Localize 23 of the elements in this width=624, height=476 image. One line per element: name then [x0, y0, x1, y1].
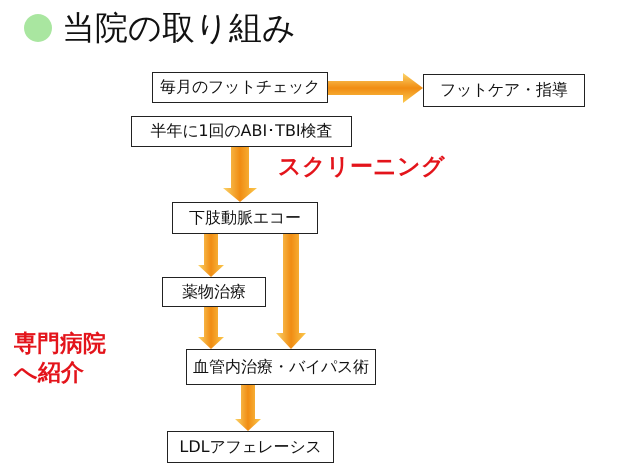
process-box — [423, 74, 585, 107]
process-box — [167, 431, 334, 463]
box-label: 薬物治療 — [182, 282, 246, 302]
arrow — [328, 73, 423, 103]
process-box — [152, 72, 328, 103]
box-label: 血管内治療・バイパス術 — [193, 356, 369, 378]
title: 当院の取り組み — [62, 7, 296, 49]
arrow — [198, 234, 224, 277]
process-box — [186, 349, 376, 385]
process-box — [131, 116, 352, 147]
annotation-text: 専門病院へ紹介 — [14, 330, 107, 388]
arrow — [198, 307, 224, 349]
box-label: LDLアフェレーシス — [179, 436, 322, 458]
box-label: 半年に1回のABI･TBI検査 — [150, 121, 333, 142]
arrow — [223, 147, 257, 202]
process-box — [162, 277, 266, 307]
box-label: フットケア・指導 — [440, 80, 568, 101]
annotation-text: スクリーニング — [278, 153, 446, 182]
box-label: 毎月のフットチェック — [160, 77, 320, 98]
process-box — [172, 202, 318, 234]
arrow — [235, 385, 261, 431]
arrow — [276, 234, 306, 349]
box-label: 下肢動脈エコー — [189, 208, 301, 228]
